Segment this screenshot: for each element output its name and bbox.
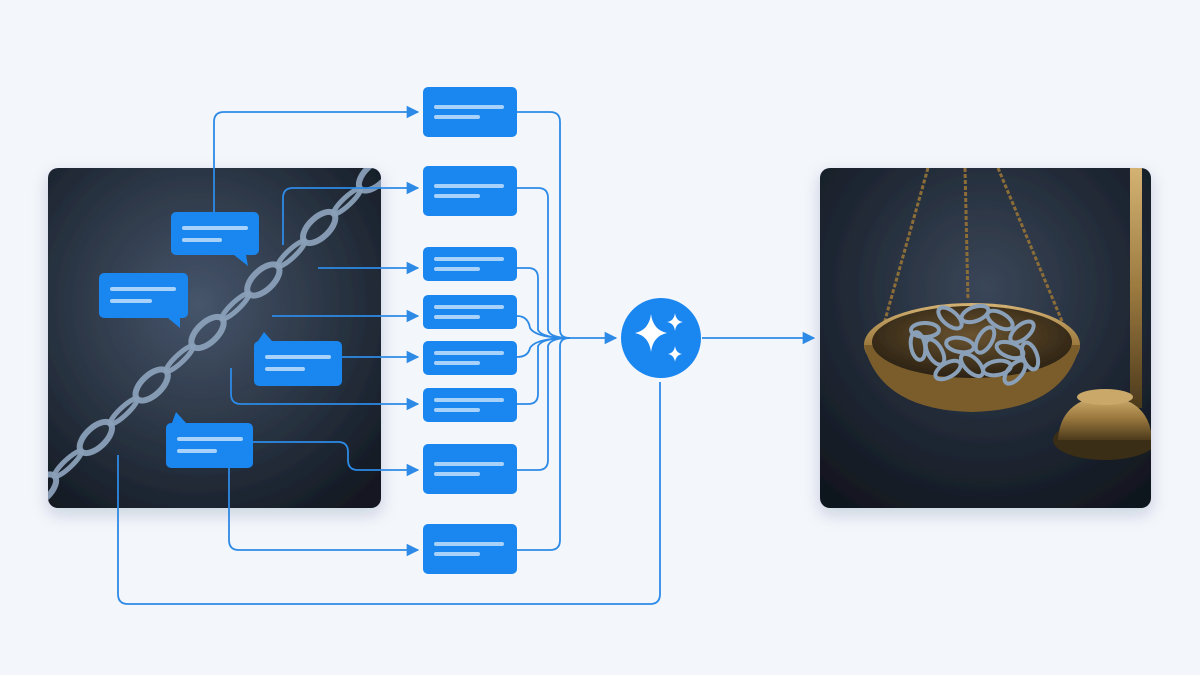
source-image (48, 168, 381, 508)
connector (282, 181, 420, 245)
chain-link (958, 351, 986, 379)
connector (228, 468, 420, 557)
chain-link (973, 325, 997, 355)
coiled-chain (908, 303, 1041, 386)
chain-link (985, 308, 1015, 332)
annotation-bubble[interactable] (171, 212, 259, 266)
outcome-card[interactable] (423, 166, 517, 216)
connector (517, 267, 571, 339)
balance-scale-illustration (864, 168, 1151, 460)
chain-link (959, 303, 991, 325)
chain-link (1019, 340, 1041, 372)
chain-link (48, 471, 60, 508)
connector (252, 441, 420, 477)
connector (516, 315, 571, 339)
ai-hub-node[interactable] (621, 298, 701, 378)
connector (117, 382, 661, 605)
connector (213, 105, 420, 212)
outcome-card[interactable] (423, 341, 517, 375)
annotation-bubble[interactable] (99, 273, 188, 328)
outcome-card[interactable] (423, 87, 517, 137)
outcome-card[interactable] (423, 295, 517, 329)
outcome-cards (423, 87, 517, 574)
outcome-card[interactable] (423, 524, 517, 574)
chain-illustration (48, 168, 381, 508)
connector (517, 111, 571, 339)
connector (517, 337, 571, 405)
sparkle-icon (635, 313, 683, 362)
chain-link (908, 330, 928, 362)
annotation-bubble[interactable] (166, 412, 253, 468)
annotation-bubbles (99, 212, 342, 468)
chain-link (936, 305, 964, 331)
connector (230, 368, 420, 411)
chain-link (1002, 358, 1028, 386)
outcome-card[interactable] (423, 388, 517, 422)
connector (517, 337, 571, 551)
output-image (820, 168, 1151, 508)
outcome-card[interactable] (423, 444, 517, 494)
annotation-bubble[interactable] (254, 332, 342, 386)
connector (517, 187, 571, 339)
outcome-card[interactable] (423, 247, 517, 281)
chain-link (909, 321, 941, 339)
connectors (117, 105, 816, 605)
connector (517, 337, 571, 471)
